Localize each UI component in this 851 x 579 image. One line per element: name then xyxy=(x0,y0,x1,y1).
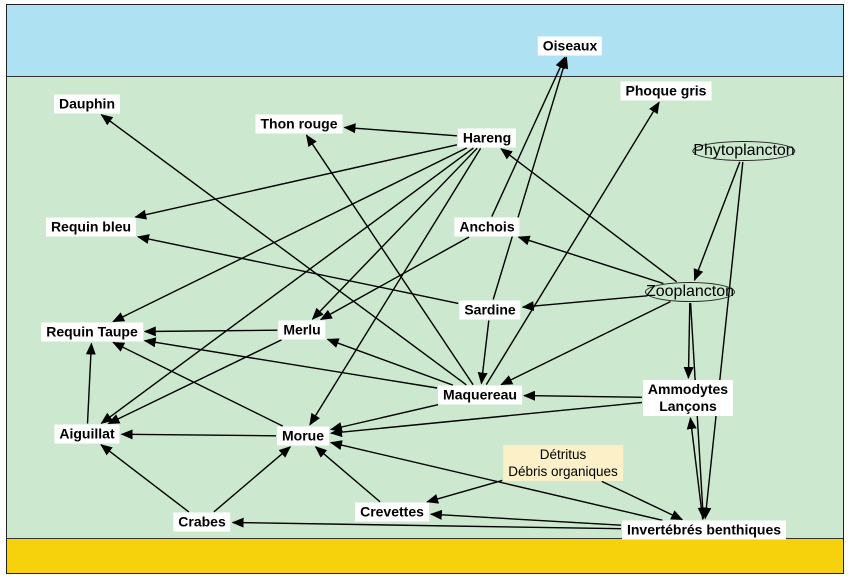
arrow-invertebres-to-crabes xyxy=(231,517,622,530)
node-merlu: Merlu xyxy=(278,320,326,340)
arrow-morue-to-requin_taupe xyxy=(112,341,284,427)
node-aiguillat: Aiguillat xyxy=(54,424,120,444)
arrow-hareng-to-requin_taupe xyxy=(112,147,468,323)
arrow-hareng-to-merlu xyxy=(311,147,478,320)
arrow-merlu-to-aiguillat xyxy=(107,339,282,425)
arrow-invertebres-to-ammodytes xyxy=(686,417,704,520)
node-maquereau: Maquereau xyxy=(438,385,522,405)
phytoplancton-label: Phytoplancton xyxy=(693,142,795,159)
arrow-ammodytes-to-morue xyxy=(330,401,642,438)
lancons-label: Lançons xyxy=(659,398,717,414)
node-invertebres-benthiques: Invertébrés benthiques xyxy=(621,520,787,540)
arrow-hareng-to-requin_bleu xyxy=(134,144,458,220)
node-phoque-gris: Phoque gris xyxy=(620,81,712,101)
node-morue: Morue xyxy=(277,426,329,446)
zooplancton-label: Zooplancton xyxy=(645,283,735,300)
arrow-maquereau-to-dauphin xyxy=(100,114,467,386)
arrow-morue-to-aiguillat xyxy=(120,429,277,440)
arrow-maquereau-to-requin_taupe xyxy=(143,337,438,389)
arrow-zooplancton-to-sardine xyxy=(521,295,648,312)
arrow-sardine-to-maquereau xyxy=(477,320,490,385)
arrow-anchois-to-oiseaux xyxy=(491,56,566,217)
arrow-crabes-to-morue xyxy=(213,446,292,513)
arrow-maquereau-to-merlu xyxy=(326,338,454,386)
node-sardine: Sardine xyxy=(459,300,521,320)
node-detritus-debris: Détritus Débris organiques xyxy=(503,445,623,481)
sea-surface-band xyxy=(7,5,843,77)
node-dauphin: Dauphin xyxy=(54,94,120,114)
node-thon-rouge: Thon rouge xyxy=(255,114,343,134)
arrow-anchois-to-merlu xyxy=(319,236,470,321)
arrow-maquereau-to-phoque_gris xyxy=(485,101,660,385)
arrow-zooplancton-to-hareng xyxy=(500,148,678,283)
arrow-detritus-to-invertebres xyxy=(601,480,684,521)
arrow-hareng-to-thon_rouge xyxy=(343,123,457,137)
arrow-detritus-to-crevettes xyxy=(426,479,503,504)
node-ammodytes-lancons: Ammodytes Lançons xyxy=(642,380,734,416)
debris-label: Débris organiques xyxy=(508,464,618,479)
node-hareng: Hareng xyxy=(457,128,517,148)
arrow-zooplancton-to-anchois xyxy=(517,235,664,285)
arrow-maquereau-to-thon_rouge xyxy=(305,134,474,386)
arrow-merlu-to-requin_taupe xyxy=(143,326,278,337)
node-crabes: Crabes xyxy=(173,512,231,532)
arrow-phytoplancton-to-invertebres xyxy=(701,161,744,520)
node-crevettes: Crevettes xyxy=(355,502,429,522)
arrow-hareng-to-morue xyxy=(309,148,482,426)
node-requin-bleu: Requin bleu xyxy=(45,217,137,237)
arrow-ammodytes-to-maquereau xyxy=(523,390,642,401)
arrow-zooplancton-to-ammodytes xyxy=(683,302,694,379)
arrow-maquereau-to-morue xyxy=(329,404,439,432)
seabed-band xyxy=(7,538,843,573)
arrow-zooplancton-to-maquereau xyxy=(500,300,671,386)
arrow-crabes-to-aiguillat xyxy=(100,444,190,513)
node-anchois: Anchois xyxy=(454,217,520,237)
node-zooplancton: Zooplancton xyxy=(644,282,736,302)
detritus-label: Détritus xyxy=(539,447,587,462)
arrow-crevettes-to-morue xyxy=(314,446,381,503)
arrow-invertebres-to-morue xyxy=(329,440,663,521)
node-oiseaux: Oiseaux xyxy=(537,36,603,56)
arrow-aiguillat-to-requin_taupe xyxy=(85,342,96,424)
node-requin-taupe: Requin Taupe xyxy=(41,322,143,342)
arrow-sardine-to-requin_bleu xyxy=(137,234,459,305)
arrow-sardine-to-oiseaux xyxy=(492,56,569,300)
arrow-invertebres-to-crevettes xyxy=(429,509,622,526)
ammodytes-label: Ammodytes xyxy=(647,381,729,397)
node-phytoplancton: Phytoplancton xyxy=(692,141,796,161)
arrow-phytoplancton-to-zooplancton xyxy=(693,161,741,282)
arrow-hareng-to-aiguillat xyxy=(100,147,474,424)
